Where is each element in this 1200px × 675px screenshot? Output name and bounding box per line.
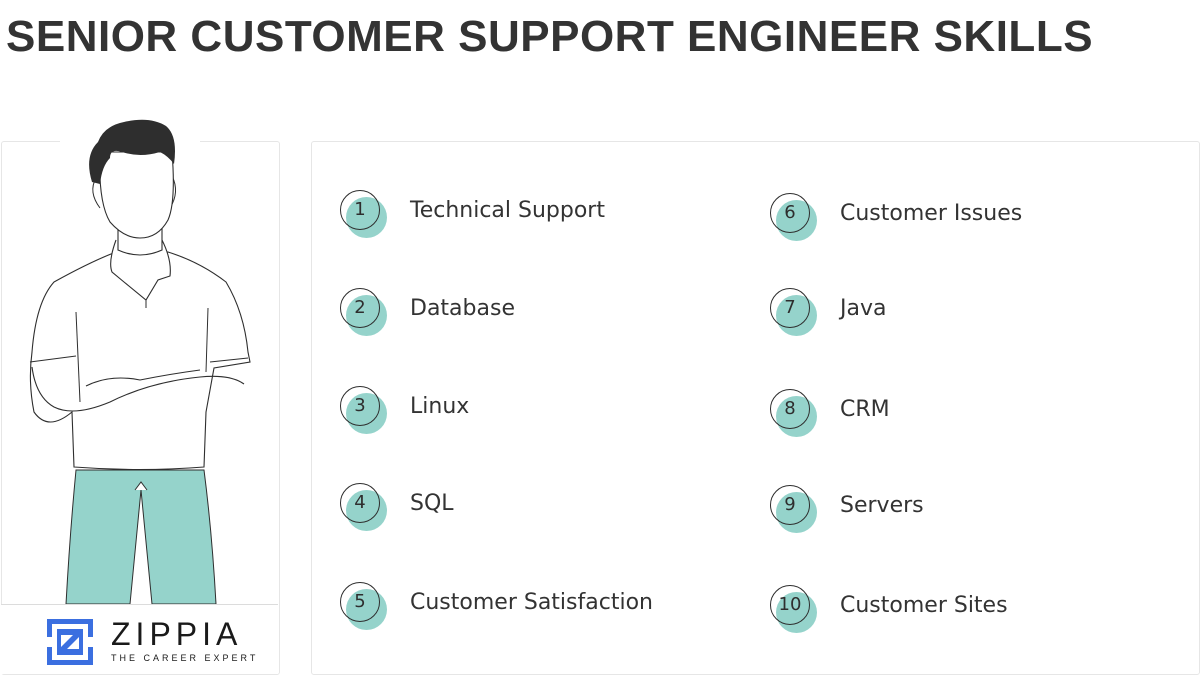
brand-tagline: THE CAREER EXPERT <box>111 653 259 663</box>
number-badge-icon: 3 <box>340 386 390 436</box>
skill-label: Database <box>410 296 515 321</box>
page-title: SENIOR CUSTOMER SUPPORT ENGINEER SKILLS <box>6 12 1094 61</box>
number-badge-icon: 8 <box>770 389 820 439</box>
skill-label: Linux <box>410 394 470 419</box>
number-badge-icon: 2 <box>340 288 390 338</box>
number-badge-icon: 5 <box>340 582 390 632</box>
skill-label: Customer Issues <box>840 201 1023 226</box>
skill-label: Java <box>840 296 887 321</box>
number-badge-icon: 1 <box>340 190 390 240</box>
skill-label: Servers <box>840 493 924 518</box>
brand-footer: ZIPPIA THE CAREER EXPERT <box>1 604 278 674</box>
skill-label: Technical Support <box>410 198 605 223</box>
skill-label: CRM <box>840 397 890 422</box>
brand-name: ZIPPIA <box>111 616 243 652</box>
skills-card: 1 Technical Support 2 Database 3 Linux 4… <box>311 141 1200 675</box>
zippia-logo-icon <box>47 619 93 665</box>
number-badge-icon: 10 <box>770 585 820 635</box>
skill-label: Customer Sites <box>840 593 1008 618</box>
person-illustration <box>0 112 280 604</box>
number-badge-icon: 6 <box>770 193 820 243</box>
skill-label: SQL <box>410 491 454 516</box>
number-badge-icon: 7 <box>770 288 820 338</box>
skill-label: Customer Satisfaction <box>410 590 653 615</box>
number-badge-icon: 9 <box>770 485 820 535</box>
number-badge-icon: 4 <box>340 483 390 533</box>
